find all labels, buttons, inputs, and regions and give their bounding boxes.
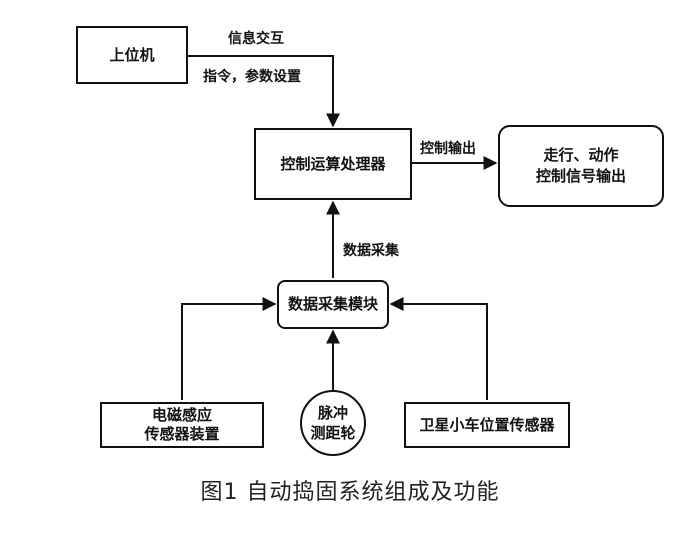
edge-label-commands: 指令，参数设置	[203, 69, 301, 85]
acquisition-module-node: 数据采集模块	[277, 280, 389, 329]
output-label-line1: 走行、动作	[543, 146, 619, 164]
edge-label-control-output: 控制输出	[420, 141, 476, 157]
edge-label-data-acquisition: 数据采集	[343, 243, 399, 259]
output-node: 走行、动作 控制信号输出	[498, 125, 664, 207]
edge-host-to-processor	[188, 55, 340, 128]
em-sensor-label-line1: 电磁感应	[151, 406, 212, 424]
em-sensor-label-line2: 传感器装置	[144, 425, 220, 443]
processor-node: 控制运算处理器	[254, 128, 412, 200]
acquisition-module-label: 数据采集模块	[287, 295, 378, 313]
edge-em-sensor-to-module	[181, 297, 277, 400]
edge-label-info-exchange: 信息交互	[228, 31, 284, 47]
figure-caption: 图1 自动捣固系统组成及功能	[200, 480, 500, 505]
em-sensor-node: 电磁感应 传感器装置	[100, 402, 264, 448]
wheel-label-line2: 测距轮	[310, 424, 356, 442]
satellite-sensor-node: 卫星小车位置传感器	[404, 402, 570, 448]
wheel-label-line1: 脉冲	[317, 404, 348, 422]
host-node: 上位机	[76, 26, 188, 84]
wheel-node: 脉冲 测距轮	[303, 393, 363, 453]
edge-satellite-to-module	[389, 297, 488, 400]
satellite-sensor-label: 卫星小车位置传感器	[419, 415, 555, 434]
output-label-line2: 控制信号输出	[535, 167, 626, 185]
wheel-node-circle	[300, 390, 366, 456]
host-label: 上位机	[109, 45, 155, 64]
processor-label: 控制运算处理器	[280, 154, 386, 173]
